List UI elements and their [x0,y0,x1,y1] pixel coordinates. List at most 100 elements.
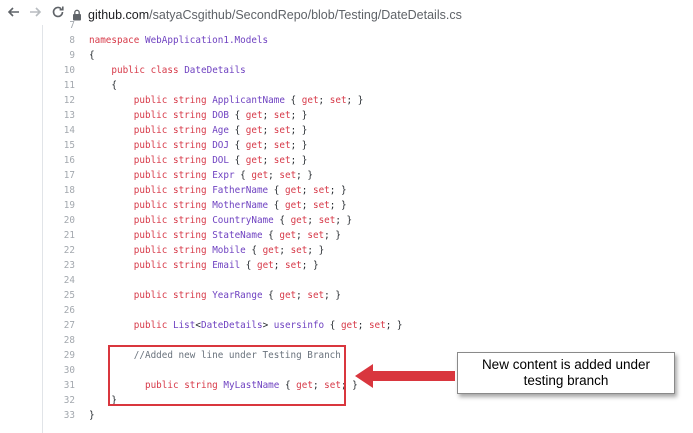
code-token: usersinfo [273,320,325,331]
address-bar[interactable]: github.com/satyaCsgithub/SecondRepo/blob… [72,6,462,24]
line-number[interactable]: 30 [63,365,75,376]
line-code: public List<DateDetails> usersinfo { get… [89,318,403,333]
code-token: { [228,110,246,121]
code-token: public [133,185,168,196]
code-token: ; } [346,95,364,106]
line-number[interactable]: 28 [63,335,75,346]
code-token: } [89,410,95,421]
code-token: set [318,215,336,226]
code-token: string [172,200,207,211]
code-token: public [133,260,168,271]
code-token: MyLastName [223,380,280,391]
line-number[interactable]: 21 [63,230,75,241]
code-token: { [234,170,252,181]
code-token: StateName [212,230,263,241]
line-number[interactable]: 29 [63,350,75,361]
code-token: string [172,125,207,136]
line-code: public string Age { get; set; } [89,123,308,138]
line-number[interactable]: 25 [63,290,75,301]
code-token: ; } [329,200,347,211]
back-button[interactable] [4,4,24,24]
line-number[interactable]: 15 [63,140,75,151]
code-token: //Added new line under Testing Branch [133,350,341,361]
code-token: Age [212,125,229,136]
line-code: public string CountryName { get; set; } [89,213,352,228]
line-code: public string DOL { get; set; } [89,153,308,168]
code-token: get [290,215,308,226]
code-token: { [89,80,117,91]
line-number[interactable]: 32 [63,395,75,406]
code-token: WebApplication1.Models [144,35,269,46]
code-token: string [172,155,207,166]
code-token: string [172,215,207,226]
line-number[interactable]: 9 [69,50,75,61]
code-token [89,140,134,151]
code-token: List [172,320,196,331]
line-code: namespace WebApplication1.Models [89,33,268,48]
line-number[interactable]: 11 [63,80,75,91]
code-token: public [133,215,168,226]
line-number[interactable]: 33 [63,410,75,421]
code-token: CountryName [212,215,274,226]
forward-button[interactable] [25,4,45,24]
code-token: DOL [212,155,229,166]
line-number[interactable]: 7 [69,20,75,31]
code-token: ; } [335,215,353,226]
code-token: ; } [290,140,308,151]
code-token: ; } [290,125,308,136]
code-token: { [89,50,95,61]
line-number[interactable]: 10 [63,65,75,76]
code-token: set [307,230,325,241]
code-token [89,245,134,256]
code-token: } [89,395,117,406]
code-token: Email [212,260,241,271]
code-token: string [172,95,207,106]
line-code: { [89,78,117,93]
line-number[interactable]: 27 [63,320,75,331]
line-number[interactable]: 20 [63,215,75,226]
line-number[interactable]: 22 [63,245,75,256]
line-number[interactable]: 13 [63,110,75,121]
line-number[interactable]: 8 [69,35,75,46]
code-token: > [262,320,274,331]
code-token: ApplicantName [212,95,285,106]
line-code: public string Email { get; set; } [89,258,319,273]
code-token: ; [312,380,325,391]
code-token: string [172,185,207,196]
code-token: public [111,65,145,76]
code-token: ; } [329,185,347,196]
code-token: ; [296,230,308,241]
line-code: } [89,408,95,423]
line-number[interactable]: 23 [63,260,75,271]
code-token: ; [262,110,274,121]
line-number[interactable]: 12 [63,95,75,106]
code-token: set [307,290,325,301]
line-number[interactable]: 18 [63,185,75,196]
code-token: get [340,320,358,331]
reload-button[interactable] [48,4,68,24]
code-token: < [195,320,201,331]
code-token: class [150,65,179,76]
line-number[interactable]: 24 [63,275,75,286]
line-number[interactable]: 14 [63,125,75,136]
code-token: ; } [296,170,313,181]
code-token: set [312,200,330,211]
code-token: { [228,140,246,151]
code-token: ; [307,215,319,226]
code-token: string [184,380,218,391]
code-token: ; [268,170,280,181]
code-token: string [172,110,207,121]
code-token: set [273,125,291,136]
code-token [89,215,134,226]
code-token: public [133,110,168,121]
line-number[interactable]: 17 [63,170,75,181]
line-code: public string YearRange { get; set; } [89,288,341,303]
line-number[interactable]: 16 [63,155,75,166]
line-number[interactable]: 26 [63,305,75,316]
line-code: public string MyLastName { get; set; } [89,378,358,393]
line-number[interactable]: 19 [63,200,75,211]
code-token: DateDetails [200,320,263,331]
code-token [89,155,134,166]
line-number[interactable]: 31 [63,380,75,391]
line-code: public string MotherName { get; set; } [89,198,347,213]
